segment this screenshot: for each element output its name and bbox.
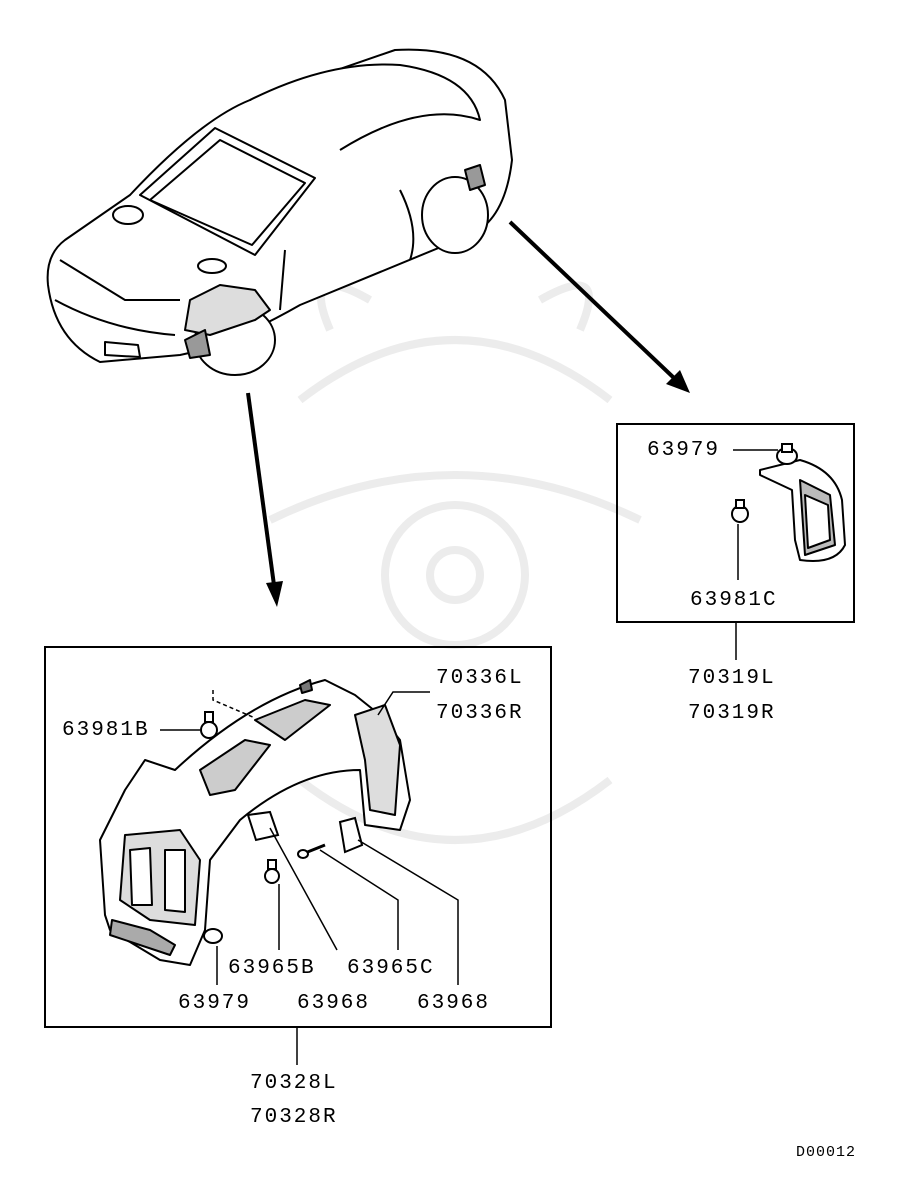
part-label-63979-front: 63979 xyxy=(178,992,252,1015)
assembly-label-70328r: 70328R xyxy=(250,1106,338,1129)
splash-label-70336r: 70336R xyxy=(436,702,524,725)
rear-mud-guard-part xyxy=(759,459,846,562)
front-leader-lines xyxy=(160,690,459,1065)
assembly-label-70319r: 70319R xyxy=(688,702,776,725)
front-detail-frame xyxy=(44,646,552,1028)
watermark-emblem xyxy=(268,281,642,844)
part-label-63979-rear: 63979 xyxy=(647,439,721,462)
part-label-63968-b: 63968 xyxy=(417,992,491,1015)
part-label-63981c: 63981C xyxy=(690,589,778,612)
part-label-63968-a: 63968 xyxy=(297,992,371,1015)
front-fasteners xyxy=(200,711,364,944)
rear-fasteners xyxy=(731,443,798,523)
rear-leader-lines xyxy=(733,449,778,660)
diagram-code: D00012 xyxy=(796,1144,857,1161)
part-label-63965c: 63965C xyxy=(347,957,435,980)
callout-arrows xyxy=(246,220,690,607)
car-illustration xyxy=(46,48,513,376)
assembly-label-70328l: 70328L xyxy=(250,1072,338,1095)
splash-label-70336l: 70336L xyxy=(436,667,524,690)
part-label-63981b: 63981B xyxy=(62,719,150,742)
part-label-63965b: 63965B xyxy=(228,957,316,980)
assembly-label-70319l: 70319L xyxy=(688,667,776,690)
front-fender-liner-part xyxy=(99,679,411,966)
